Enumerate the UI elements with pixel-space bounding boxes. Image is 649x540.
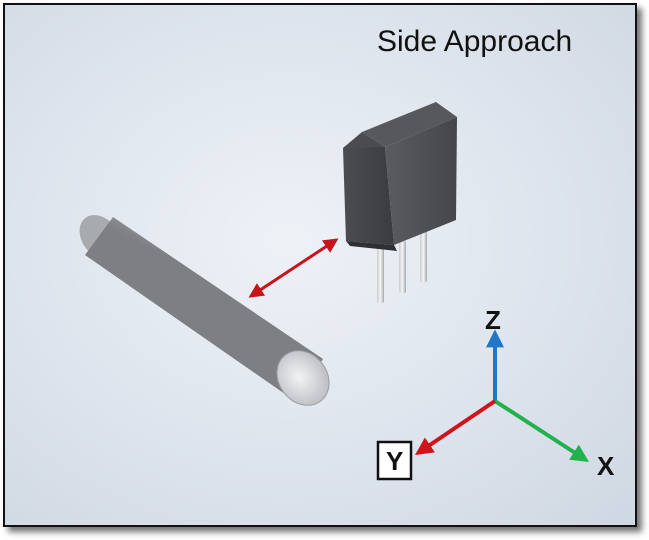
diagram-canvas: Z X Y	[79, 102, 615, 481]
sensor-pin-left	[377, 243, 384, 303]
x-axis-label: X	[597, 451, 615, 481]
y-axis-label-box	[376, 440, 413, 481]
y-axis-label: Y	[386, 446, 403, 476]
axes-triad: Z X Y	[376, 305, 615, 481]
approach-arrow	[248, 238, 339, 298]
three-lead-sensor	[343, 102, 457, 303]
cylindrical-rod	[79, 215, 330, 406]
diagram-title: Side Approach	[377, 25, 573, 58]
sensor-pin-right	[420, 230, 427, 282]
y-axis-arrow	[415, 399, 497, 456]
x-axis-arrow	[493, 399, 590, 462]
diagram-frame: Side Approach	[3, 3, 637, 527]
z-axis-label: Z	[485, 305, 501, 335]
sensor-pin-middle	[399, 241, 406, 293]
